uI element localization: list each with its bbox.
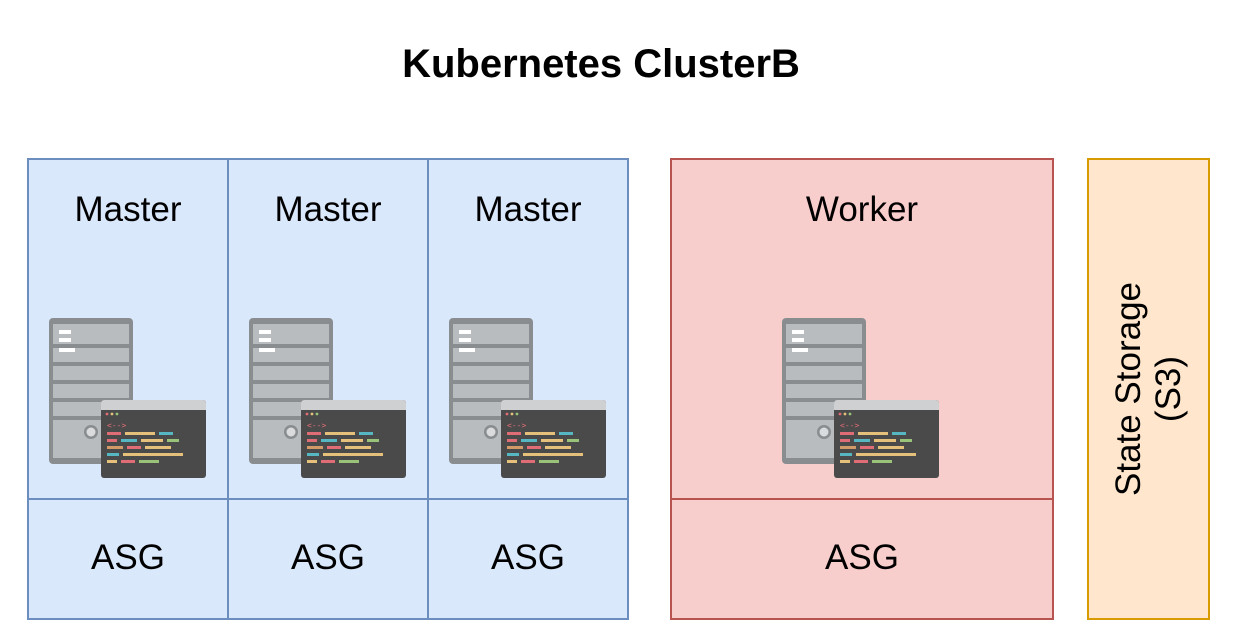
worker-node: Worker — [670, 158, 1054, 500]
server-icon — [249, 318, 406, 478]
master-node-3: Master — [427, 158, 629, 500]
server-icon — [782, 318, 939, 478]
master-node-2: Master — [227, 158, 429, 500]
asg-label: ASG — [91, 538, 165, 577]
server-icon — [449, 318, 606, 478]
master-label: Master — [474, 190, 582, 229]
asg-box-1: ASG — [27, 498, 229, 620]
asg-label: ASG — [291, 538, 365, 577]
server-icon — [49, 318, 206, 478]
state-storage-label: State Storage (S3) — [1109, 174, 1189, 604]
state-storage-line2: (S3) — [1148, 355, 1188, 423]
worker-label: Worker — [805, 190, 919, 229]
asg-box-3: ASG — [427, 498, 629, 620]
asg-label: ASG — [491, 538, 565, 577]
state-storage-line1: State Storage — [1108, 281, 1148, 497]
master-node-1: Master — [27, 158, 229, 500]
master-label: Master — [74, 190, 182, 229]
state-storage: State Storage (S3) — [1087, 158, 1210, 620]
asg-label: ASG — [825, 538, 899, 577]
asg-box-2: ASG — [227, 498, 429, 620]
master-label: Master — [274, 190, 382, 229]
diagram-title: Kubernetes ClusterB — [402, 42, 800, 86]
worker-asg-box: ASG — [670, 498, 1054, 620]
